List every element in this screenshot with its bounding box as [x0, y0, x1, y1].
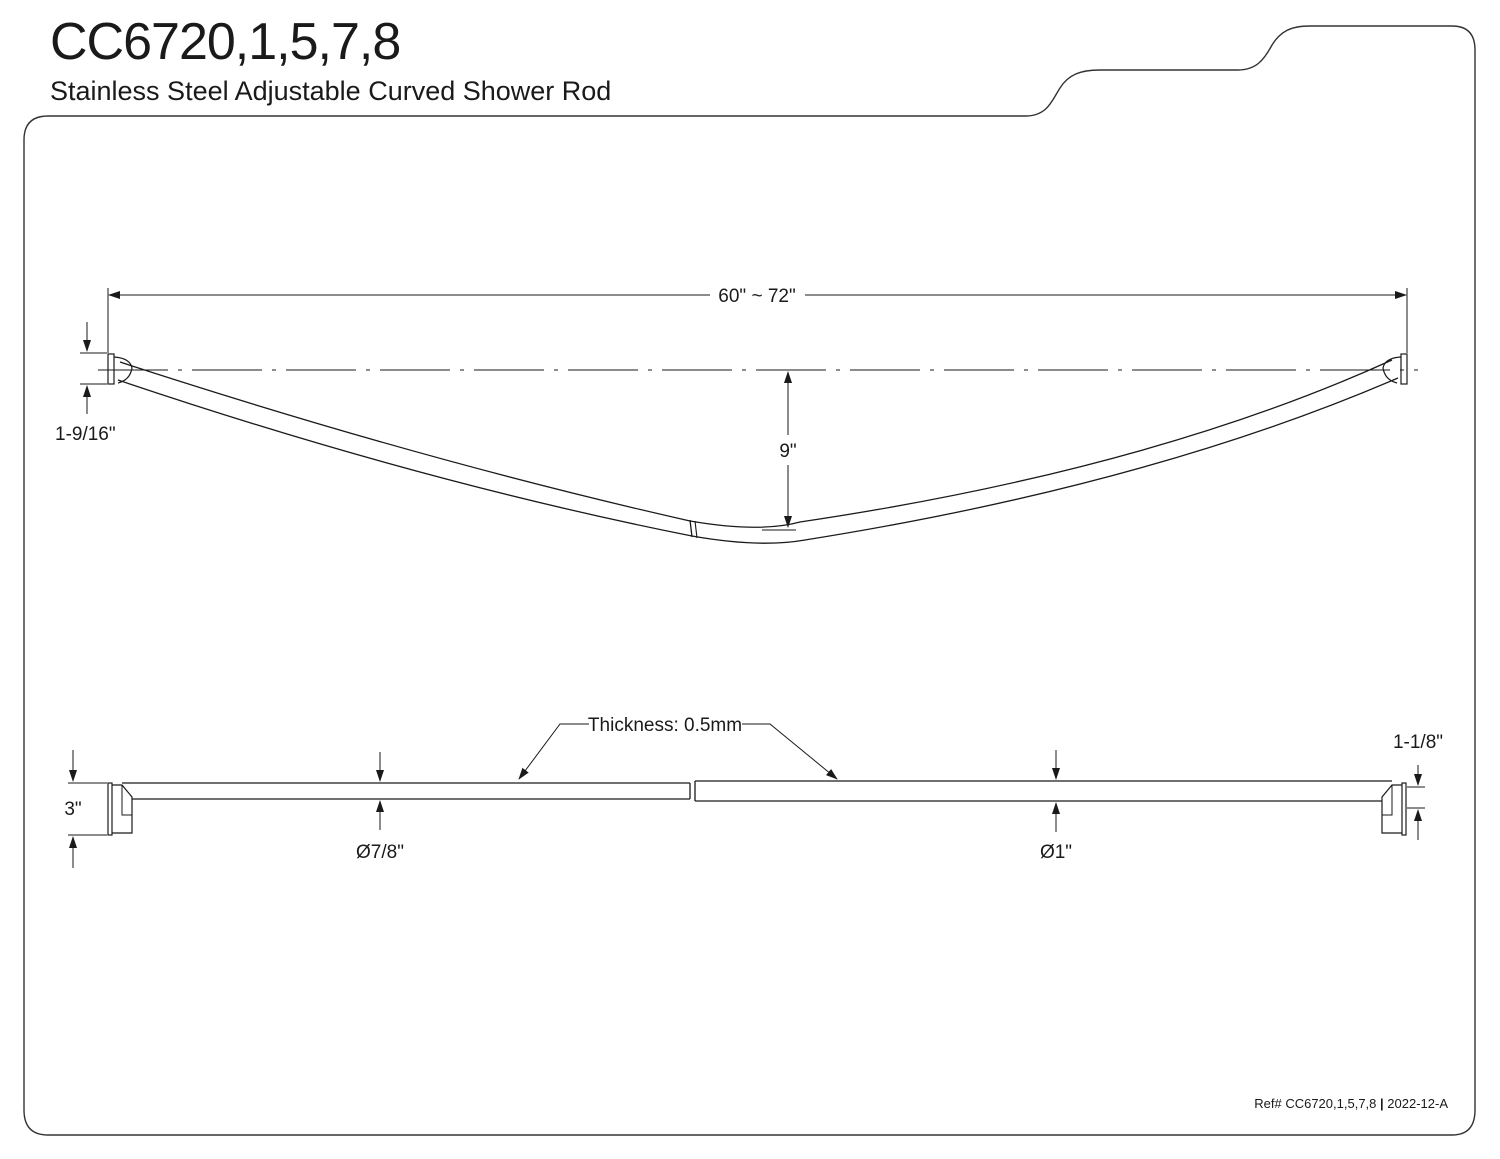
page-subtitle: Stainless Steel Adjustable Curved Shower… — [50, 76, 612, 106]
thickness-label: Thickness: 0.5mm — [588, 715, 742, 736]
large-tube-diameter-label: Ø1" — [1040, 842, 1072, 863]
curved-rod-outer — [119, 359, 1393, 528]
overall-length-label: 60" ~ 72" — [718, 286, 795, 307]
flange-height-label: 3" — [64, 799, 81, 820]
ref-label: Ref# CC6720,1,5,7,8 — [1254, 1096, 1377, 1111]
drop-label: 9" — [779, 441, 796, 462]
curved-rod-inner — [117, 377, 1399, 544]
rod-joint — [689, 519, 693, 538]
right-flange-side — [1401, 782, 1407, 836]
top-view — [80, 288, 1418, 544]
left-flange-cup — [113, 356, 133, 384]
flange-depth-label: 1-1/8" — [1393, 732, 1443, 753]
page-frame — [23, 25, 1476, 1136]
revision: 2022-12-A — [1387, 1096, 1448, 1111]
left-flange-side — [107, 782, 113, 836]
small-tube-diameter-label: Ø7/8" — [356, 842, 404, 863]
side-view — [68, 723, 1425, 868]
flange-offset-label: 1-9/16" — [55, 424, 116, 445]
thickness-leader-right — [742, 723, 838, 780]
right-flange-top — [1400, 353, 1408, 385]
reference-number: Ref# CC6720,1,5,7,8 | 2022-12-A — [1254, 1096, 1448, 1112]
ref-separator: | — [1380, 1096, 1384, 1111]
page-title: CC6720,1,5,7,8 — [50, 13, 401, 71]
left-flange-top — [107, 353, 115, 385]
thickness-leader-left — [518, 723, 589, 780]
